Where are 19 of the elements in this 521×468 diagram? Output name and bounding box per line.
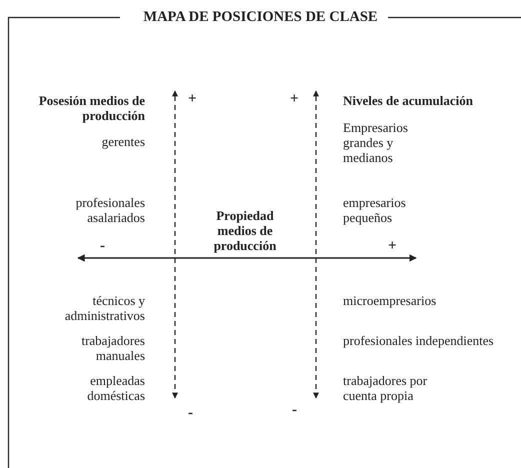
minus-sign: - [100, 239, 105, 254]
class-label: empleadas domésticas [86, 373, 145, 403]
class-label: profesionales asalariados [74, 195, 145, 225]
class-label: trabajadores manuales [80, 333, 145, 363]
class-label: empresarios pequeños [343, 195, 407, 225]
plus-sign: + [290, 92, 299, 107]
plus-sign: + [388, 239, 397, 254]
class-label: gerentes [100, 134, 145, 149]
class-label: Empresarios grandes y medianos [343, 120, 409, 165]
class-label: microempresarios [343, 293, 438, 308]
axis-label: Posesión medios de producción [38, 93, 145, 123]
class-label: profesionales independientes [343, 333, 495, 348]
minus-sign: - [188, 406, 193, 421]
axis-label: Niveles de acumulación [343, 93, 474, 108]
class-label: trabajadores por cuenta propia [343, 373, 428, 403]
class-label: técnicos y administrativos [64, 293, 145, 323]
axis-label: Propiedad medios de producción [212, 208, 278, 253]
plus-sign: + [188, 92, 197, 107]
minus-sign: - [292, 403, 297, 418]
